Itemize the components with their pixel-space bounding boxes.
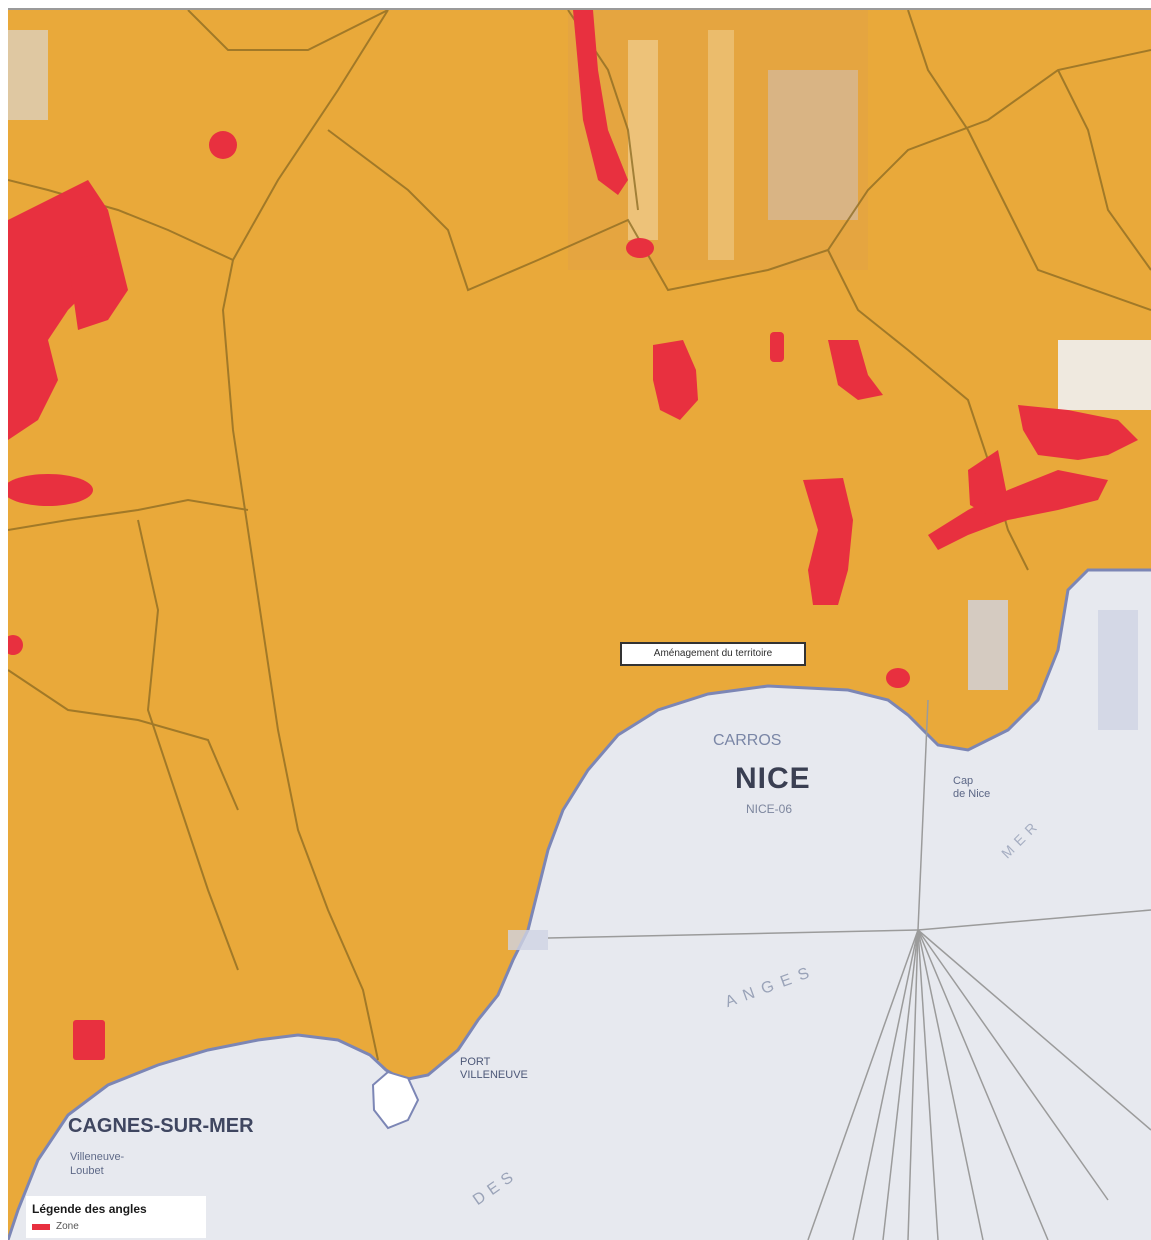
coastline bbox=[8, 568, 1151, 1240]
label-nice-dept: NICE-06 bbox=[746, 802, 793, 816]
label-cap-line: de Nice bbox=[953, 788, 991, 800]
legend-panel: Légende des angles Zone bbox=[26, 1196, 206, 1238]
sea-area bbox=[8, 570, 1151, 1240]
label-port-line: VILLENEUVE bbox=[460, 1069, 528, 1081]
legend-swatch bbox=[32, 1223, 50, 1230]
label-cap: Cap de Nice bbox=[953, 775, 990, 801]
legend-title: Légende des angles bbox=[32, 1202, 147, 1216]
urban-patch bbox=[1058, 340, 1151, 410]
label-carros: CARROS bbox=[713, 732, 782, 749]
cap-peninsula bbox=[371, 1070, 420, 1130]
land-patch bbox=[708, 30, 734, 260]
place-callout[interactable]: Aménagement du territoire bbox=[620, 642, 806, 666]
urban-patch bbox=[8, 30, 48, 120]
hotspot-zones bbox=[8, 10, 1138, 1060]
top-rule bbox=[0, 0, 1151, 8]
label-cagnes-sub-line: Loubet bbox=[70, 1165, 104, 1177]
label-cap-line: Cap bbox=[953, 775, 974, 787]
urban-patch bbox=[768, 70, 858, 220]
label-nice: NICE bbox=[735, 762, 811, 795]
coastal-urban bbox=[508, 600, 1138, 950]
boundaries bbox=[8, 10, 1151, 1061]
label-port-line: PORT bbox=[460, 1056, 491, 1068]
label-cagnes-sub-line: Villeneuve- bbox=[70, 1151, 125, 1163]
legend-item-label: Zone bbox=[56, 1221, 79, 1232]
legend-item: Zone bbox=[32, 1221, 200, 1232]
label-cagnes: CAGNES-SUR-MER bbox=[68, 1115, 254, 1137]
map-canvas[interactable] bbox=[8, 10, 1151, 1240]
label-cagnes-sub: Villeneuve- Loubet bbox=[70, 1150, 124, 1178]
map-view[interactable]: CARROS NICE NICE-06 CAGNES-SUR-MER Ville… bbox=[8, 8, 1151, 1240]
land-patch bbox=[628, 40, 658, 240]
label-port: PORT VILLENEUVE bbox=[460, 1056, 528, 1082]
angle-rays bbox=[547, 699, 1151, 1240]
